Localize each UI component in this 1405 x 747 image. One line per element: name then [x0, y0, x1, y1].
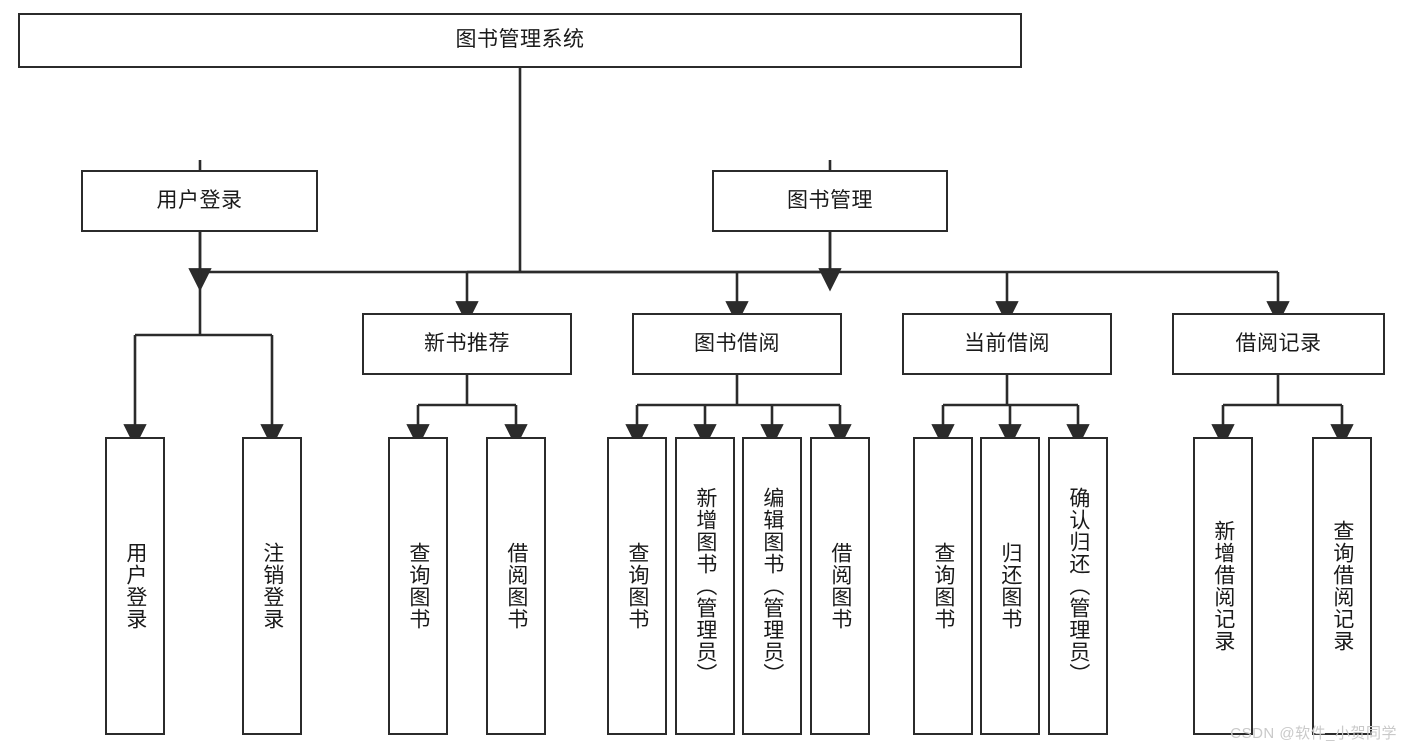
leaf-borrow-record-add[interactable]: 新增借阅记录 [1193, 437, 1253, 735]
csdn-watermark: CSDN @软件_小贺同学 [1230, 725, 1397, 742]
leaf-current-borrow-confirm-label: 确认归还（管理员） [1066, 487, 1090, 685]
leaf-user-login-logout-label: 注销登录 [260, 542, 284, 630]
leaf-user-login-login[interactable]: 用户登录 [105, 437, 165, 735]
leaf-book-borrow-edit-label: 编辑图书（管理员） [760, 487, 784, 685]
node-book-borrow-label: 图书借阅 [694, 331, 780, 355]
node-new-book-recommend[interactable]: 新书推荐 [362, 313, 572, 375]
node-book-manage-label: 图书管理 [787, 188, 873, 212]
leaf-current-borrow-query[interactable]: 查询图书 [913, 437, 973, 735]
leaf-book-borrow-query[interactable]: 查询图书 [607, 437, 667, 735]
leaf-user-login-login-label: 用户登录 [123, 542, 147, 630]
leaf-user-login-logout[interactable]: 注销登录 [242, 437, 302, 735]
node-root[interactable]: 图书管理系统 [18, 13, 1022, 68]
node-current-borrow-label: 当前借阅 [964, 331, 1050, 355]
node-user-login-label: 用户登录 [156, 188, 243, 212]
leaf-book-borrow-add[interactable]: 新增图书（管理员） [675, 437, 735, 735]
leaf-borrow-record-query[interactable]: 查询借阅记录 [1312, 437, 1372, 735]
node-user-login[interactable]: 用户登录 [81, 170, 318, 232]
node-root-label: 图书管理系统 [455, 28, 585, 52]
node-book-manage[interactable]: 图书管理 [712, 170, 948, 232]
leaf-book-borrow-borrow[interactable]: 借阅图书 [810, 437, 870, 735]
leaf-borrow-record-add-label: 新增借阅记录 [1211, 520, 1235, 652]
node-new-book-recommend-label: 新书推荐 [424, 331, 510, 355]
leaf-borrow-record-query-label: 查询借阅记录 [1330, 520, 1354, 652]
leaf-new-book-borrow[interactable]: 借阅图书 [486, 437, 546, 735]
leaf-book-borrow-borrow-label: 借阅图书 [828, 542, 852, 630]
leaf-book-borrow-query-label: 查询图书 [625, 542, 649, 630]
leaf-current-borrow-return[interactable]: 归还图书 [980, 437, 1040, 735]
leaf-current-borrow-confirm[interactable]: 确认归还（管理员） [1048, 437, 1108, 735]
leaf-new-book-query[interactable]: 查询图书 [388, 437, 448, 735]
leaf-new-book-query-label: 查询图书 [406, 542, 430, 630]
leaf-book-borrow-add-label: 新增图书（管理员） [693, 487, 717, 685]
node-book-borrow[interactable]: 图书借阅 [632, 313, 842, 375]
leaf-current-borrow-return-label: 归还图书 [998, 542, 1022, 630]
leaf-new-book-borrow-label: 借阅图书 [504, 542, 528, 630]
leaf-book-borrow-edit[interactable]: 编辑图书（管理员） [742, 437, 802, 735]
node-borrow-record-label: 借阅记录 [1235, 331, 1322, 355]
node-borrow-record[interactable]: 借阅记录 [1172, 313, 1385, 375]
node-current-borrow[interactable]: 当前借阅 [902, 313, 1112, 375]
leaf-current-borrow-query-label: 查询图书 [931, 542, 955, 630]
